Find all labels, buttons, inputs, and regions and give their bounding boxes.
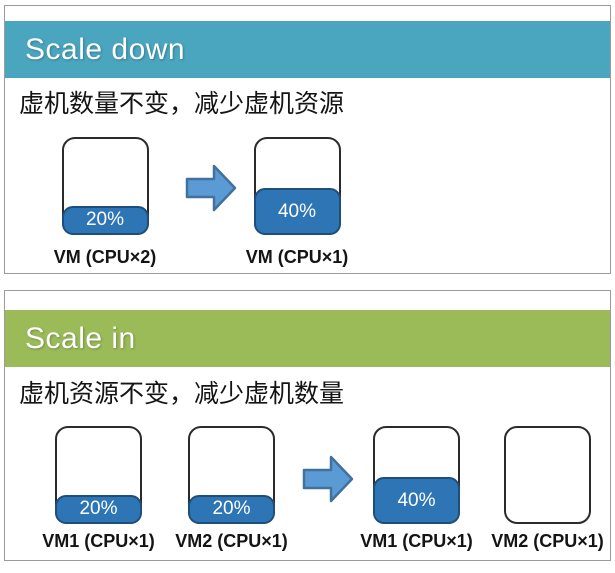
vm-diagram-after-1: 40% VM1 (CPU×1) xyxy=(354,426,479,552)
scale-down-diagram: 20% VM (CPU×2) 40% VM (CPU×1) xyxy=(5,137,610,268)
vm-usage-percent: 20% xyxy=(212,498,251,520)
vm-usage-fill: 40% xyxy=(373,477,460,524)
vm-usage-percent: 40% xyxy=(397,489,436,511)
vm-usage-fill: 40% xyxy=(253,188,341,235)
vm-box: 40% xyxy=(373,426,460,524)
vm-box: 20% xyxy=(55,426,142,524)
scale-in-title: Scale in xyxy=(25,321,136,355)
scale-in-diagram: 20% VM1 (CPU×1) 20% VM2 (CPU×1) 40% xyxy=(5,426,610,552)
vm-box: 20% xyxy=(61,137,149,235)
vm-label: VM2 (CPU×1) xyxy=(175,531,288,551)
scale-down-panel: Scale down 虚机数量不变，减少虚机资源 20% VM (CPU×2) … xyxy=(4,5,611,274)
scale-down-header: Scale down xyxy=(5,21,610,78)
vm-diagram-after-2: VM2 (CPU×1) xyxy=(485,426,610,552)
vm-usage-percent: 20% xyxy=(79,498,118,520)
right-arrow-icon xyxy=(185,163,237,213)
vm-usage-fill: 20% xyxy=(188,494,275,524)
vm-diagram-before-2: 20% VM2 (CPU×1) xyxy=(169,426,294,552)
vm-diagram-after: 40% VM (CPU×1) xyxy=(237,137,357,268)
scale-in-description: 虚机资源不变，减少虚机数量 xyxy=(19,380,345,408)
vm-label: VM1 (CPU×1) xyxy=(42,531,155,551)
scale-in-header: Scale in xyxy=(5,310,610,367)
vm-diagram-before: 20% VM (CPU×2) xyxy=(45,137,165,268)
scale-down-title: Scale down xyxy=(25,32,186,66)
vm-label: VM1 (CPU×1) xyxy=(360,531,473,551)
vm-label: VM (CPU×2) xyxy=(53,247,157,267)
vm-box xyxy=(504,426,591,524)
vm-label: VM (CPU×1) xyxy=(245,247,349,267)
vm-usage-percent: 40% xyxy=(277,200,317,222)
scale-down-description: 虚机数量不变，减少虚机资源 xyxy=(19,90,345,118)
vm-box: 40% xyxy=(253,137,341,235)
scale-in-panel: Scale in 虚机资源不变，减少虚机数量 20% VM1 (CPU×1) 2… xyxy=(4,290,611,561)
vm-usage-fill: 20% xyxy=(55,494,142,524)
right-arrow-icon xyxy=(302,454,354,504)
vm-diagram-before-1: 20% VM1 (CPU×1) xyxy=(36,426,161,552)
vm-box: 20% xyxy=(188,426,275,524)
vm-usage-fill: 20% xyxy=(61,205,149,235)
vm-label: VM2 (CPU×1) xyxy=(491,531,604,551)
vm-usage-percent: 20% xyxy=(85,209,125,231)
